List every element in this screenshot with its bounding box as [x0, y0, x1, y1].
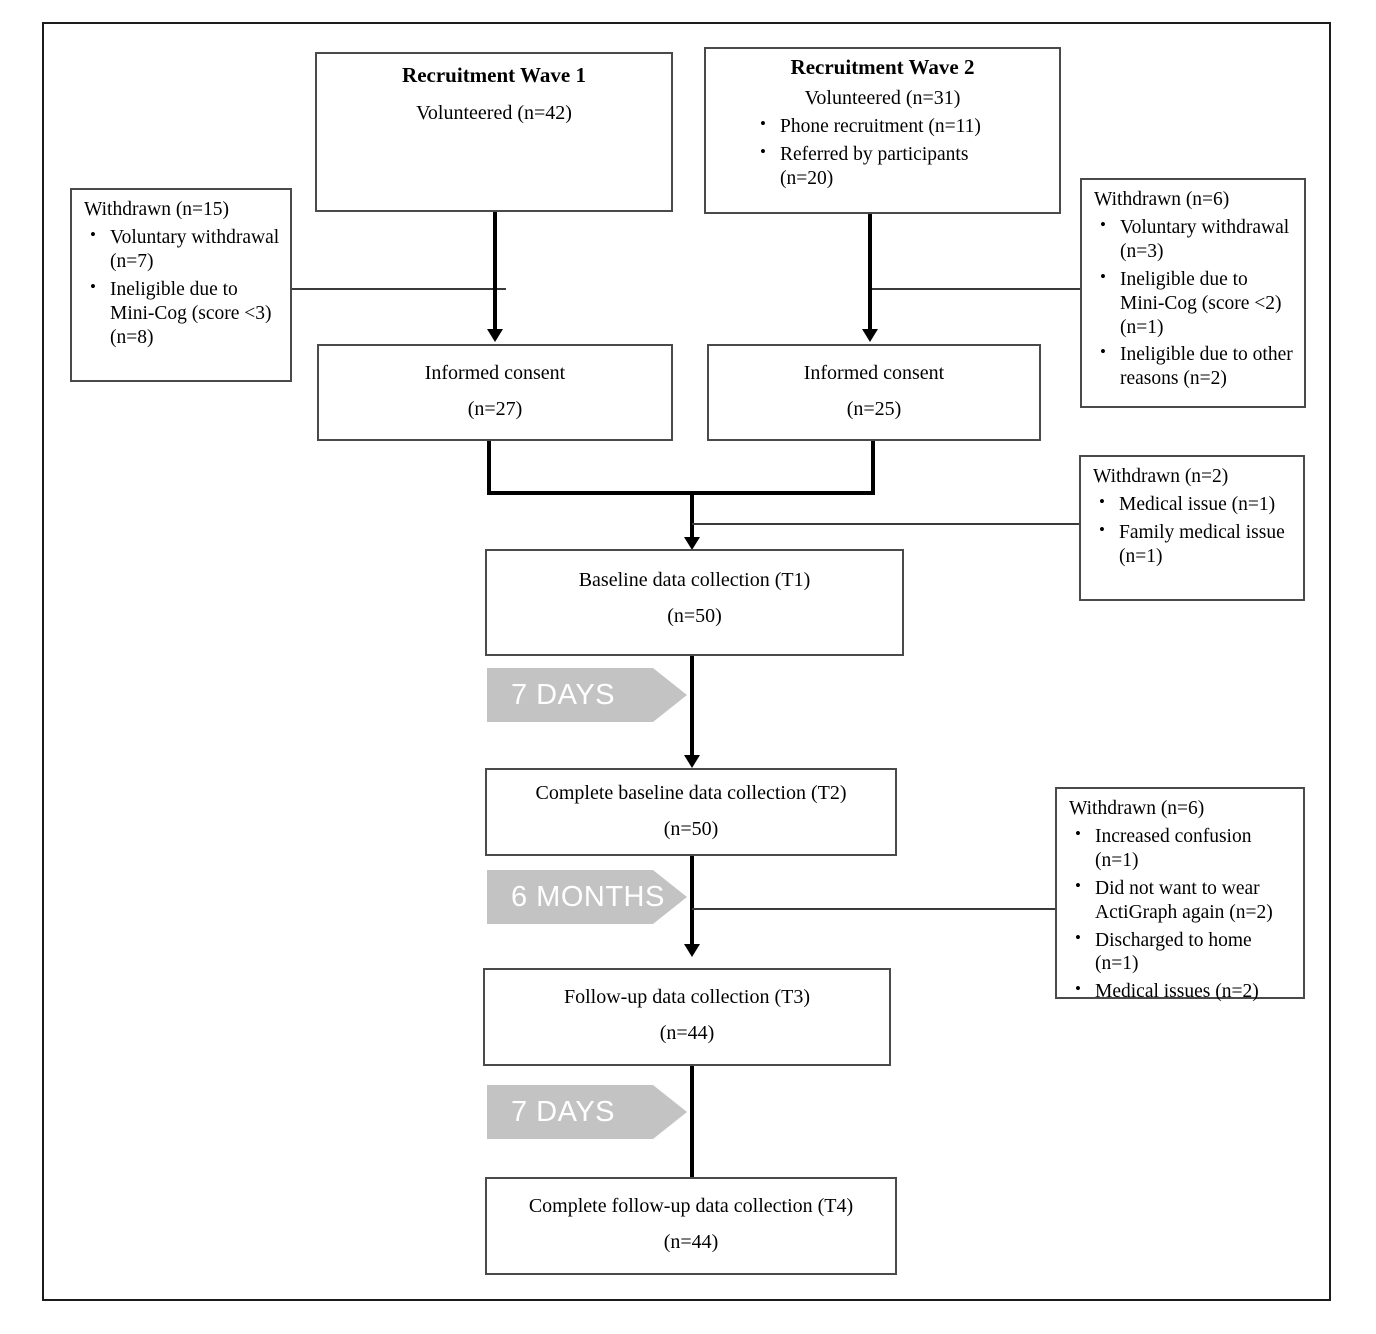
- withdrawn-left-bullets: Voluntary withdrawal (n=7) Ineligible du…: [84, 225, 280, 349]
- t1-count: (n=50): [667, 605, 722, 627]
- wave2-title: Recruitment Wave 2: [790, 55, 975, 79]
- arrowhead-merge-to-t1: [684, 537, 700, 550]
- node-withdrawn-followup: Withdrawn (n=6) Increased confusion (n=1…: [1055, 787, 1305, 1002]
- connector-withdrawn-right-top: [868, 288, 1081, 290]
- withdrawn-right-top-bullets: Voluntary withdrawal (n=3) Ineligible du…: [1094, 215, 1294, 391]
- node-recruitment-wave-2: Recruitment Wave 2 Volunteered (n=31) Ph…: [704, 47, 1061, 214]
- withdrawn-right-top-bullet-other: Ineligible due to other reasons (n=2): [1094, 342, 1294, 391]
- arrowhead-wave1-to-consent: [487, 329, 503, 342]
- consent-right-count: (n=25): [846, 398, 902, 420]
- chevron-7-days-2: 7 DAYS: [487, 1085, 687, 1139]
- arrowhead-t1-to-t2: [684, 755, 700, 768]
- arrow-wave2-to-consent: [868, 214, 872, 333]
- wave2-bullets: Phone recruitment (n=11) Referred by par…: [716, 114, 1049, 167]
- t4-line1: Complete follow-up data collection (T4): [528, 1195, 854, 1217]
- node-followup-t3: Follow-up data collection (T3) (n=44): [483, 968, 891, 1066]
- node-recruitment-wave-1: Recruitment Wave 1 Volunteered (n=42): [315, 52, 673, 212]
- t3-count: (n=44): [659, 1022, 715, 1044]
- withdrawn-right-top-bullet-minicog: Ineligible due to Mini-Cog (score <2) (n…: [1094, 267, 1294, 339]
- withdrawn-mid-bullet-medical: Medical issue (n=1): [1093, 492, 1293, 517]
- wave1-volunteered: Volunteered (n=42): [416, 102, 572, 125]
- withdrawn-right-top-bullet-voluntary: Voluntary withdrawal (n=3): [1094, 215, 1294, 264]
- wave2-bullet-phone: Phone recruitment (n=11): [754, 114, 1049, 139]
- withdrawn-lower-bullet-confusion: Increased confusion (n=1): [1069, 824, 1293, 873]
- withdrawn-right-top-head: Withdrawn (n=6): [1094, 189, 1230, 210]
- withdrawn-left-bullet-voluntary: Voluntary withdrawal (n=7): [84, 225, 280, 274]
- consent-left-count: (n=27): [467, 398, 523, 420]
- t2-line1: Complete baseline data collection (T2): [535, 782, 847, 804]
- withdrawn-lower-head: Withdrawn (n=6): [1069, 798, 1205, 819]
- node-withdrawn-baseline: Withdrawn (n=2) Medical issue (n=1) Fami…: [1079, 455, 1305, 601]
- arrow-t3-to-t4: [690, 1066, 694, 1222]
- withdrawn-mid-bullets: Medical issue (n=1) Family medical issue…: [1093, 492, 1293, 569]
- arrow-t2-to-t3: [690, 856, 694, 953]
- chevron-7-days-2-label: 7 DAYS: [511, 1095, 616, 1128]
- node-informed-consent-wave2: Informed consent (n=25): [707, 344, 1041, 441]
- wave1-title: Recruitment Wave 1: [402, 63, 586, 87]
- withdrawn-lower-bullet-medical: Medical issues (n=2): [1069, 979, 1293, 1004]
- wave2-bullet-referred-count: (n=20): [780, 167, 834, 189]
- figure-border: [42, 22, 1331, 1301]
- withdrawn-left-head: Withdrawn (n=15): [84, 199, 230, 220]
- chevron-6-months-label: 6 MONTHS: [511, 880, 665, 913]
- node-informed-consent-wave1: Informed consent (n=27): [317, 344, 673, 441]
- arrowhead-t2-to-t3: [684, 944, 700, 957]
- chevron-6-months: 6 MONTHS: [487, 870, 687, 924]
- merge-right-drop: [871, 441, 875, 494]
- wave2-volunteered: Volunteered (n=31): [804, 87, 961, 110]
- wave2-bullet-referred: Referred by participants: [754, 142, 1049, 167]
- t4-count: (n=44): [663, 1231, 719, 1253]
- chevron-7-days-1: 7 DAYS: [487, 668, 687, 722]
- node-withdrawn-wave2: Withdrawn (n=6) Voluntary withdrawal (n=…: [1080, 178, 1306, 408]
- node-complete-followup-t4: Complete follow-up data collection (T4) …: [485, 1177, 897, 1275]
- chevron-7-days-1-label: 7 DAYS: [511, 678, 616, 711]
- arrowhead-wave2-to-consent: [862, 329, 878, 342]
- withdrawn-lower-bullet-actigraph: Did not want to wear ActiGraph again (n=…: [1069, 876, 1293, 925]
- t3-line1: Follow-up data collection (T3): [563, 986, 811, 1008]
- withdrawn-mid-bullet-family: Family medical issue (n=1): [1093, 520, 1293, 569]
- arrow-t1-to-t2: [690, 656, 694, 763]
- connector-withdrawn-left: [292, 288, 506, 290]
- merge-left-drop: [487, 441, 491, 494]
- consent-left-line1: Informed consent: [424, 362, 566, 384]
- withdrawn-lower-bullets: Increased confusion (n=1) Did not want t…: [1069, 824, 1293, 1004]
- withdrawn-left-bullet-ineligible: Ineligible due to Mini-Cog (score <3) (n…: [84, 277, 280, 349]
- arrow-wave1-to-consent: [493, 212, 497, 333]
- merge-to-t1-line: [690, 491, 694, 546]
- t2-count: (n=50): [663, 818, 719, 840]
- merge-horizontal-bar: [487, 491, 875, 495]
- withdrawn-lower-bullet-discharged: Discharged to home (n=1): [1069, 928, 1293, 977]
- connector-withdrawn-baseline: [692, 523, 1080, 525]
- consent-right-line1: Informed consent: [803, 362, 945, 384]
- node-baseline-t1: Baseline data collection (T1) (n=50): [485, 549, 904, 656]
- node-complete-baseline-t2: Complete baseline data collection (T2) (…: [485, 768, 897, 856]
- connector-withdrawn-followup: [692, 908, 1056, 910]
- withdrawn-mid-head: Withdrawn (n=2): [1093, 466, 1229, 487]
- node-withdrawn-wave1: Withdrawn (n=15) Voluntary withdrawal (n…: [70, 188, 292, 382]
- t1-line1: Baseline data collection (T1): [578, 569, 811, 591]
